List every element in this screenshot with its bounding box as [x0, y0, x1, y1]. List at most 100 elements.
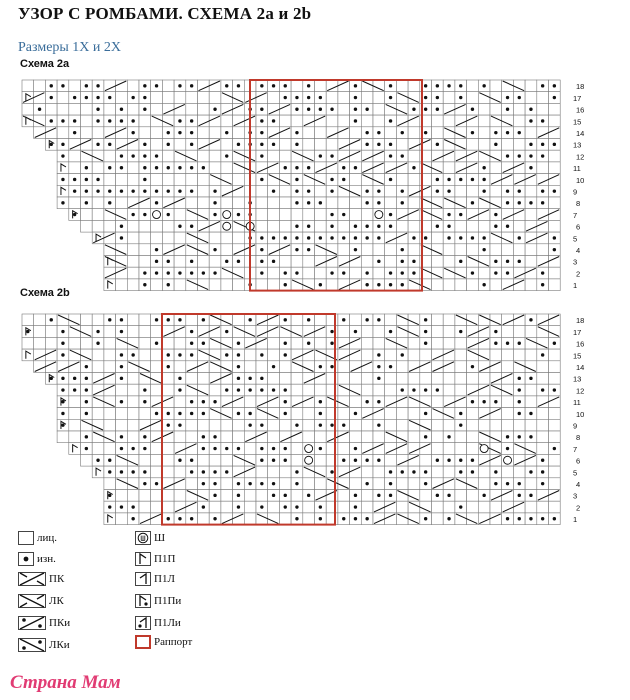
purl-dot [517, 493, 521, 498]
purl-dot [318, 423, 323, 427]
purl-dot [482, 177, 486, 182]
chart-cell [396, 419, 409, 432]
purl-dot [260, 130, 264, 135]
chart-cell [489, 348, 502, 362]
purl-dot [295, 271, 299, 275]
purl-dot [178, 517, 182, 521]
purl-dot [470, 130, 475, 135]
purl-dot [342, 458, 346, 462]
edge-stitch-mark [25, 350, 32, 359]
purl-dot [318, 446, 323, 451]
cross-stitch-mark [209, 314, 232, 326]
cross-stitch-mark [256, 162, 279, 174]
purl-dot [166, 517, 170, 521]
chart-cell [501, 243, 514, 256]
purl-dot [189, 189, 194, 193]
chart-cell [279, 208, 292, 221]
purl-dot [540, 189, 545, 193]
chart-cell [454, 185, 467, 198]
chart-cell [314, 126, 327, 139]
chart-cell [91, 313, 105, 326]
row-number: 11 [573, 164, 581, 173]
chart-cell [489, 278, 502, 291]
chart-cell [150, 348, 163, 362]
chart-cell [548, 465, 561, 479]
purl-dot [318, 107, 323, 111]
cross-stitch-mark [537, 396, 560, 408]
purl-dot [131, 119, 135, 123]
purl-dot [353, 107, 358, 111]
chart-cell [407, 477, 421, 490]
chart-cell [325, 278, 339, 291]
chart-row [56, 407, 561, 420]
purl-dot [260, 142, 264, 147]
purl-dot [318, 400, 323, 404]
chart-cell [279, 149, 292, 163]
legend-pk: ПК [18, 572, 64, 586]
cross-stitch-mark [338, 279, 361, 291]
chart-cell [197, 512, 210, 525]
cross-stitch-mark [385, 162, 408, 174]
cross-stitch-mark [338, 349, 361, 361]
chart-cell [513, 103, 526, 116]
chart-cell [314, 138, 327, 151]
purl-dot [189, 166, 194, 170]
purl-dot [283, 166, 287, 170]
chart-cell [33, 325, 46, 338]
chart-cell [232, 231, 245, 245]
purl-dot [388, 212, 393, 217]
purl-dot [236, 493, 241, 498]
chart-row [21, 114, 561, 128]
purl-dot [470, 236, 475, 240]
chart-cell [442, 337, 456, 350]
cross-stitch-mark [151, 115, 174, 127]
cross-stitch-mark [455, 314, 478, 326]
p1li-icon [135, 616, 151, 630]
purl-dot [412, 388, 416, 392]
chart-cell [536, 442, 549, 455]
chart-cell [255, 489, 268, 502]
chart-cell [127, 255, 140, 268]
purl-dot [342, 271, 346, 275]
cross-stitch-mark [280, 326, 303, 337]
chart-cell [127, 278, 140, 291]
chart-cell [337, 196, 350, 209]
purl-dot [49, 84, 53, 88]
chart-cell [197, 255, 210, 268]
chart-cell [337, 500, 350, 514]
chart-cell [103, 220, 116, 233]
purl-dot [365, 142, 369, 147]
yarn-over-mark [152, 210, 162, 220]
purl-dot [540, 388, 545, 392]
row-number: 3 [573, 258, 577, 267]
purl-dot [189, 130, 194, 135]
chart-cell [325, 442, 339, 455]
purl-dot [131, 154, 135, 158]
purl-dot [236, 142, 241, 147]
purl-dot [423, 388, 428, 392]
purl-dot [166, 189, 170, 193]
chart-cell [302, 419, 315, 432]
chart-cell [384, 454, 397, 467]
cross-stitch-mark [397, 454, 420, 466]
chart-cell [173, 138, 187, 151]
purl-dot [201, 166, 206, 170]
chart-cell [208, 419, 222, 432]
cross-stitch-mark [479, 197, 501, 209]
purl-dot [283, 400, 287, 404]
row-number: 16 [576, 340, 584, 349]
purl-dot [412, 470, 416, 474]
cross-stitch-mark [443, 127, 466, 138]
chart-cell [244, 348, 257, 362]
purl-dot [377, 318, 381, 322]
edge-stitch-mark [72, 443, 78, 453]
purl-dot [283, 95, 287, 100]
chart-cell [442, 442, 456, 455]
chart-cell [267, 348, 280, 362]
cross-stitch-mark [268, 103, 291, 115]
chart-cell [127, 161, 140, 174]
chart-cell [267, 337, 280, 350]
purl-dot [505, 201, 510, 205]
cross-stitch-mark [443, 396, 466, 408]
edge-stitch-mark [60, 397, 67, 406]
